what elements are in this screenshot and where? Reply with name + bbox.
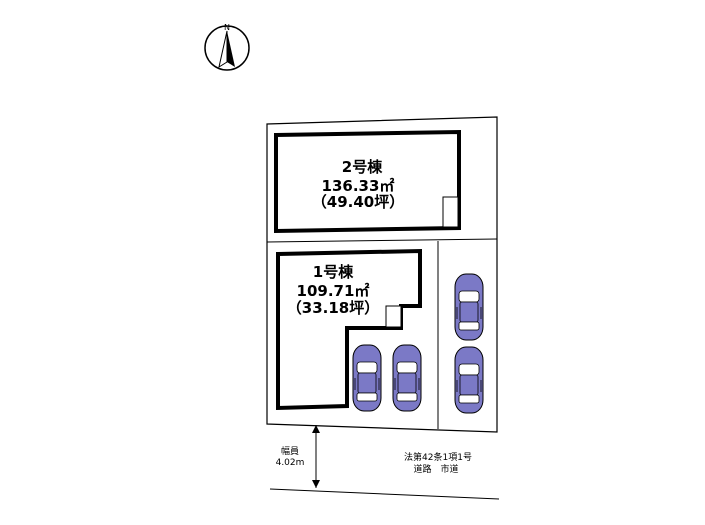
road-type: 道路 市道	[413, 463, 458, 475]
car-icon	[454, 273, 484, 341]
building-1-outline	[276, 248, 422, 411]
road-edge	[269, 488, 500, 500]
car-icon	[454, 346, 484, 414]
building-2: 2号棟 136.33㎡ （49.40坪）	[274, 129, 461, 234]
building-2-entrance	[442, 196, 459, 228]
building-2-area-sqm: 136.33㎡	[322, 177, 395, 195]
compass: N	[204, 23, 250, 71]
building-2-outline	[274, 129, 461, 234]
building-1: 1号棟 109.71㎡ （33.18坪）	[276, 248, 422, 411]
road-law-note: 法第42条1項1号	[404, 451, 472, 463]
north-label: N	[224, 23, 230, 32]
car-icon	[352, 344, 382, 412]
road-width-label: 幅員	[281, 445, 299, 457]
dimension-arrow-top	[312, 425, 320, 433]
dimension-arrow-bottom	[312, 480, 320, 488]
road-width-value: 4.02m	[276, 458, 305, 468]
parking-cars	[352, 273, 484, 414]
building-2-area-tsubo: （49.40坪）	[312, 193, 404, 211]
building-1-entrance	[385, 305, 402, 328]
building-1-area-tsubo: （33.18坪）	[287, 299, 379, 317]
compass-needle-right	[227, 31, 235, 67]
site-boundary	[266, 116, 498, 433]
building-2-name: 2号棟	[342, 158, 383, 176]
building-1-area-sqm: 109.71㎡	[297, 282, 370, 300]
lot-divider	[266, 238, 498, 243]
building-1-name: 1号棟	[313, 263, 354, 281]
car-icon	[392, 344, 422, 412]
